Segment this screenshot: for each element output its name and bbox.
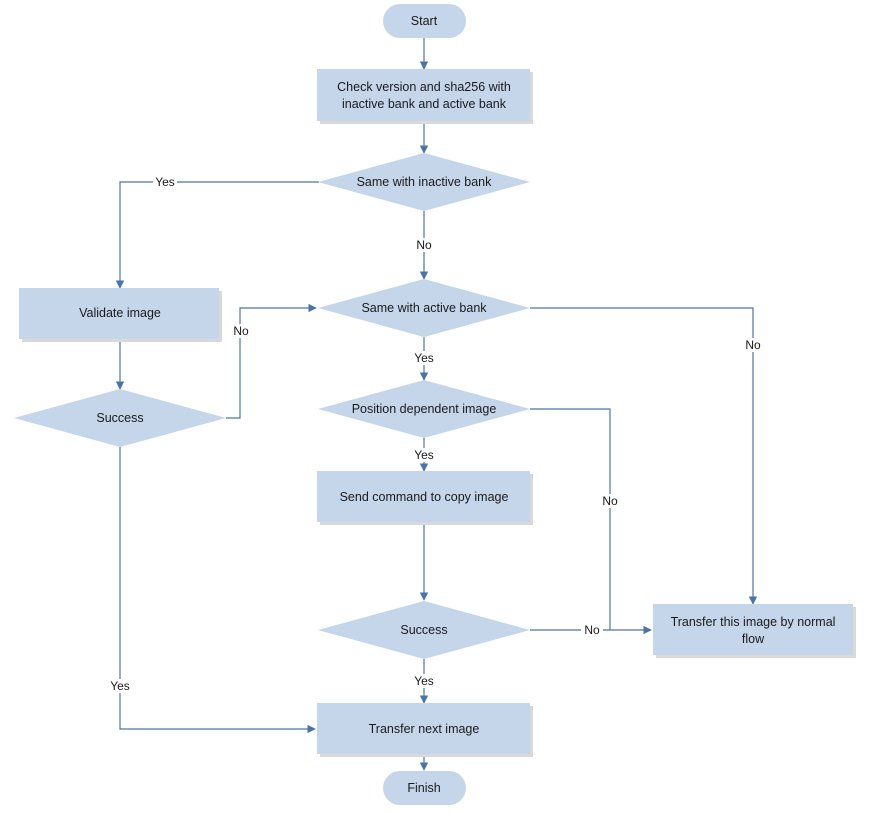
- same-inactive-label: Same with inactive bank: [357, 175, 493, 189]
- edge-labels: Yes No No No Yes Yes No No Yes Yes: [107, 175, 763, 693]
- label-success-mid-yes: Yes: [414, 674, 434, 688]
- label-active-yes: Yes: [414, 351, 434, 365]
- edge-active-no: [530, 307, 758, 605]
- node-transfer-normal: Transfer this image by normal flow: [653, 604, 856, 658]
- decision-same-inactive: Same with inactive bank: [318, 153, 530, 211]
- label-inactive-yes: Yes: [155, 175, 175, 189]
- decision-same-active: Same with active bank: [318, 279, 530, 337]
- label-success-mid-no: No: [584, 623, 600, 637]
- transfer-next-label: Transfer next image: [369, 722, 480, 736]
- edge-success-left-yes: [119, 447, 316, 734]
- send-copy-label: Send command to copy image: [340, 490, 509, 504]
- label-position-yes: Yes: [414, 448, 434, 462]
- decision-success-left: Success: [14, 389, 226, 447]
- decision-success-mid: Success: [318, 601, 530, 659]
- label-position-no: No: [602, 494, 618, 508]
- node-check-version: Check version and sha256 with inactive b…: [317, 69, 533, 124]
- finish-label: Finish: [407, 781, 440, 795]
- same-active-label: Same with active bank: [361, 301, 487, 315]
- node-validate-image: Validate image: [19, 288, 222, 342]
- label-success-left-yes: Yes: [110, 679, 130, 693]
- edge-inactive-yes: [115, 181, 319, 289]
- start-label: Start: [411, 14, 438, 28]
- check-label-line2: inactive bank and active bank: [342, 97, 507, 111]
- position-dependent-label: Position dependent image: [352, 402, 497, 416]
- transfer-normal-label-line1: Transfer this image by normal: [671, 615, 836, 629]
- label-success-left-no: No: [233, 324, 249, 338]
- label-active-no: No: [745, 338, 761, 352]
- check-label-line1: Check version and sha256 with: [337, 80, 511, 94]
- success-mid-label: Success: [400, 623, 447, 637]
- transfer-normal-label-line2: flow: [742, 632, 765, 646]
- label-inactive-no: No: [416, 238, 432, 252]
- node-finish: Finish: [383, 771, 466, 805]
- edge-success-left-no: [226, 303, 317, 419]
- node-start: Start: [383, 4, 466, 38]
- decision-position-dependent: Position dependent image: [318, 380, 530, 438]
- success-left-label: Success: [96, 411, 143, 425]
- node-transfer-next: Transfer next image: [317, 703, 533, 757]
- node-send-copy: Send command to copy image: [317, 471, 533, 525]
- validate-label: Validate image: [79, 306, 161, 320]
- edge-position-no: [530, 408, 611, 630]
